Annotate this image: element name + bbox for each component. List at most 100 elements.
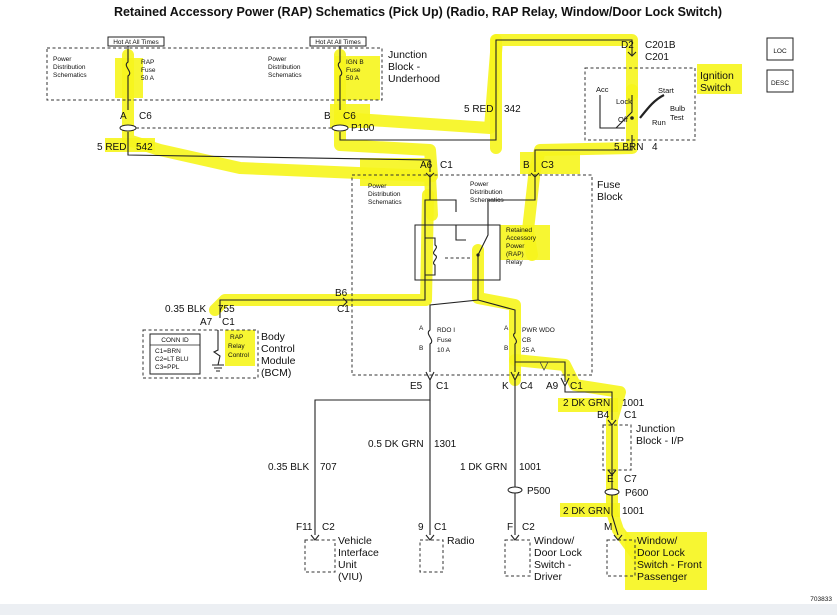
- svg-text:D2: D2: [621, 40, 634, 51]
- svg-text:C1: C1: [440, 160, 453, 171]
- svg-text:Distribution: Distribution: [470, 189, 503, 196]
- wire-blk-707: 0.35 BLK: [268, 462, 309, 473]
- svg-text:A: A: [419, 325, 424, 332]
- svg-text:1001: 1001: [622, 398, 645, 409]
- component-passenger-switch: M Window/ Door Lock Switch - Front Passe…: [604, 522, 702, 583]
- ign-fuse-label: IGN B: [346, 59, 364, 66]
- svg-text:Schematics: Schematics: [53, 72, 87, 79]
- svg-text:Acc: Acc: [596, 85, 609, 94]
- svg-text:C4: C4: [520, 381, 533, 392]
- svg-text:1001: 1001: [622, 506, 645, 517]
- svg-text:C1: C1: [570, 381, 583, 392]
- svg-text:RDO I: RDO I: [437, 327, 455, 334]
- svg-text:Underhood: Underhood: [388, 73, 440, 85]
- svg-text:Fuse: Fuse: [437, 337, 452, 344]
- svg-text:542: 542: [136, 142, 153, 153]
- svg-text:E: E: [607, 474, 614, 485]
- svg-text:1301: 1301: [434, 439, 457, 450]
- svg-text:C6: C6: [139, 111, 152, 122]
- loc-icon[interactable]: LOC: [766, 37, 794, 61]
- svg-text:C6: C6: [343, 111, 356, 122]
- svg-text:25 A: 25 A: [522, 347, 536, 354]
- rap-relay-label: Retained: [506, 227, 532, 234]
- svg-text:P100: P100: [351, 123, 375, 134]
- svg-text:CONN ID: CONN ID: [161, 337, 189, 344]
- svg-text:(BCM): (BCM): [261, 367, 291, 379]
- svg-text:C201B: C201B: [645, 40, 676, 51]
- svg-text:F11: F11: [296, 522, 313, 533]
- svg-text:Body: Body: [261, 331, 286, 343]
- svg-text:A6: A6: [420, 160, 433, 171]
- svg-text:Block: Block: [597, 191, 623, 203]
- svg-text:C1: C1: [222, 317, 235, 328]
- svg-text:DESC: DESC: [771, 80, 789, 87]
- svg-text:B4: B4: [597, 410, 610, 421]
- svg-text:Radio: Radio: [447, 535, 475, 547]
- svg-text:C201: C201: [645, 52, 669, 63]
- svg-text:F: F: [507, 522, 513, 533]
- svg-text:Window/: Window/: [534, 535, 574, 547]
- svg-text:K: K: [502, 381, 509, 392]
- svg-text:C2: C2: [322, 522, 335, 533]
- svg-text:Power: Power: [368, 183, 387, 190]
- svg-text:9: 9: [418, 522, 424, 533]
- svg-text:0.35 BLK: 0.35 BLK: [165, 304, 206, 315]
- svg-text:C1=BRN: C1=BRN: [155, 348, 181, 355]
- svg-text:10 A: 10 A: [437, 347, 451, 354]
- fuse-block-label: Fuse: [597, 179, 621, 191]
- desc-icon[interactable]: DESC: [766, 69, 794, 93]
- svg-text:B: B: [504, 345, 508, 352]
- component-radio: 9 C1 Radio: [418, 522, 475, 573]
- component-driver-switch: F C2 Window/ Door Lock Switch - Driver: [504, 522, 583, 583]
- svg-text:A9: A9: [546, 381, 559, 392]
- svg-text:CB: CB: [522, 337, 531, 344]
- svg-text:50 A: 50 A: [346, 75, 360, 82]
- pwr-wdo-cb-label: PWR WDO: [522, 327, 555, 334]
- bottom-strip: [0, 604, 837, 615]
- svg-text:50 A: 50 A: [141, 75, 155, 82]
- wire-dkgrn-1001-bottom: 2 DK GRN: [563, 506, 610, 517]
- svg-text:Relay: Relay: [506, 259, 523, 266]
- svg-text:Relay: Relay: [228, 343, 245, 350]
- highlight-marks: [105, 34, 742, 590]
- svg-text:A: A: [504, 325, 509, 332]
- svg-text:Junction: Junction: [636, 423, 675, 435]
- component-viu: F11 C2 Vehicle Interface Unit (VIU): [296, 522, 379, 583]
- ignition-switch: D2 C201B C201 Acc Lock Off Start Bulb Te…: [584, 40, 734, 153]
- svg-text:M: M: [604, 522, 612, 533]
- svg-text:Module: Module: [261, 355, 296, 367]
- svg-text:Vehicle: Vehicle: [338, 535, 372, 547]
- wire-dkgrn-1301: 0.5 DK GRN: [368, 439, 424, 450]
- svg-text:5 BRN: 5 BRN: [614, 142, 643, 153]
- body-control-module: 0.35 BLK 755 A7 C1 CONN ID C1=BRN C2=LT …: [142, 304, 296, 379]
- svg-text:Power: Power: [268, 56, 287, 63]
- svg-text:Control: Control: [261, 343, 295, 355]
- svg-text:Distribution: Distribution: [53, 64, 86, 71]
- svg-text:RAP: RAP: [230, 334, 243, 341]
- svg-text:Power: Power: [506, 243, 525, 250]
- svg-text:C7: C7: [624, 474, 637, 485]
- svg-text:(VIU): (VIU): [338, 571, 363, 583]
- svg-text:Door Lock: Door Lock: [534, 547, 583, 559]
- svg-text:C3: C3: [541, 160, 554, 171]
- hot-label-left: Hot At All Times: [113, 39, 159, 46]
- svg-text:Bulb: Bulb: [670, 104, 685, 113]
- svg-text:Block -: Block -: [388, 61, 421, 73]
- hot-label-right: Hot At All Times: [315, 39, 361, 46]
- svg-text:LOC: LOC: [773, 48, 787, 55]
- svg-text:Switch - Front: Switch - Front: [637, 559, 702, 571]
- wire-dkgrn-1001-top: 2 DK GRN: [563, 398, 610, 409]
- svg-text:C1: C1: [624, 410, 637, 421]
- svg-text:Passenger: Passenger: [637, 571, 688, 583]
- svg-text:Block - I/P: Block - I/P: [636, 435, 684, 447]
- svg-text:P600: P600: [625, 488, 649, 499]
- svg-text:(RAP): (RAP): [506, 251, 524, 258]
- ignition-switch-label: Ignition: [700, 70, 734, 82]
- svg-text:Interface: Interface: [338, 547, 379, 559]
- svg-text:C1: C1: [434, 522, 447, 533]
- junction-block-ip: B4 C1 Junction Block - I/P E C7 P600: [597, 410, 684, 499]
- svg-text:755: 755: [218, 304, 235, 315]
- svg-text:Power: Power: [53, 56, 72, 63]
- svg-text:C1: C1: [337, 304, 350, 315]
